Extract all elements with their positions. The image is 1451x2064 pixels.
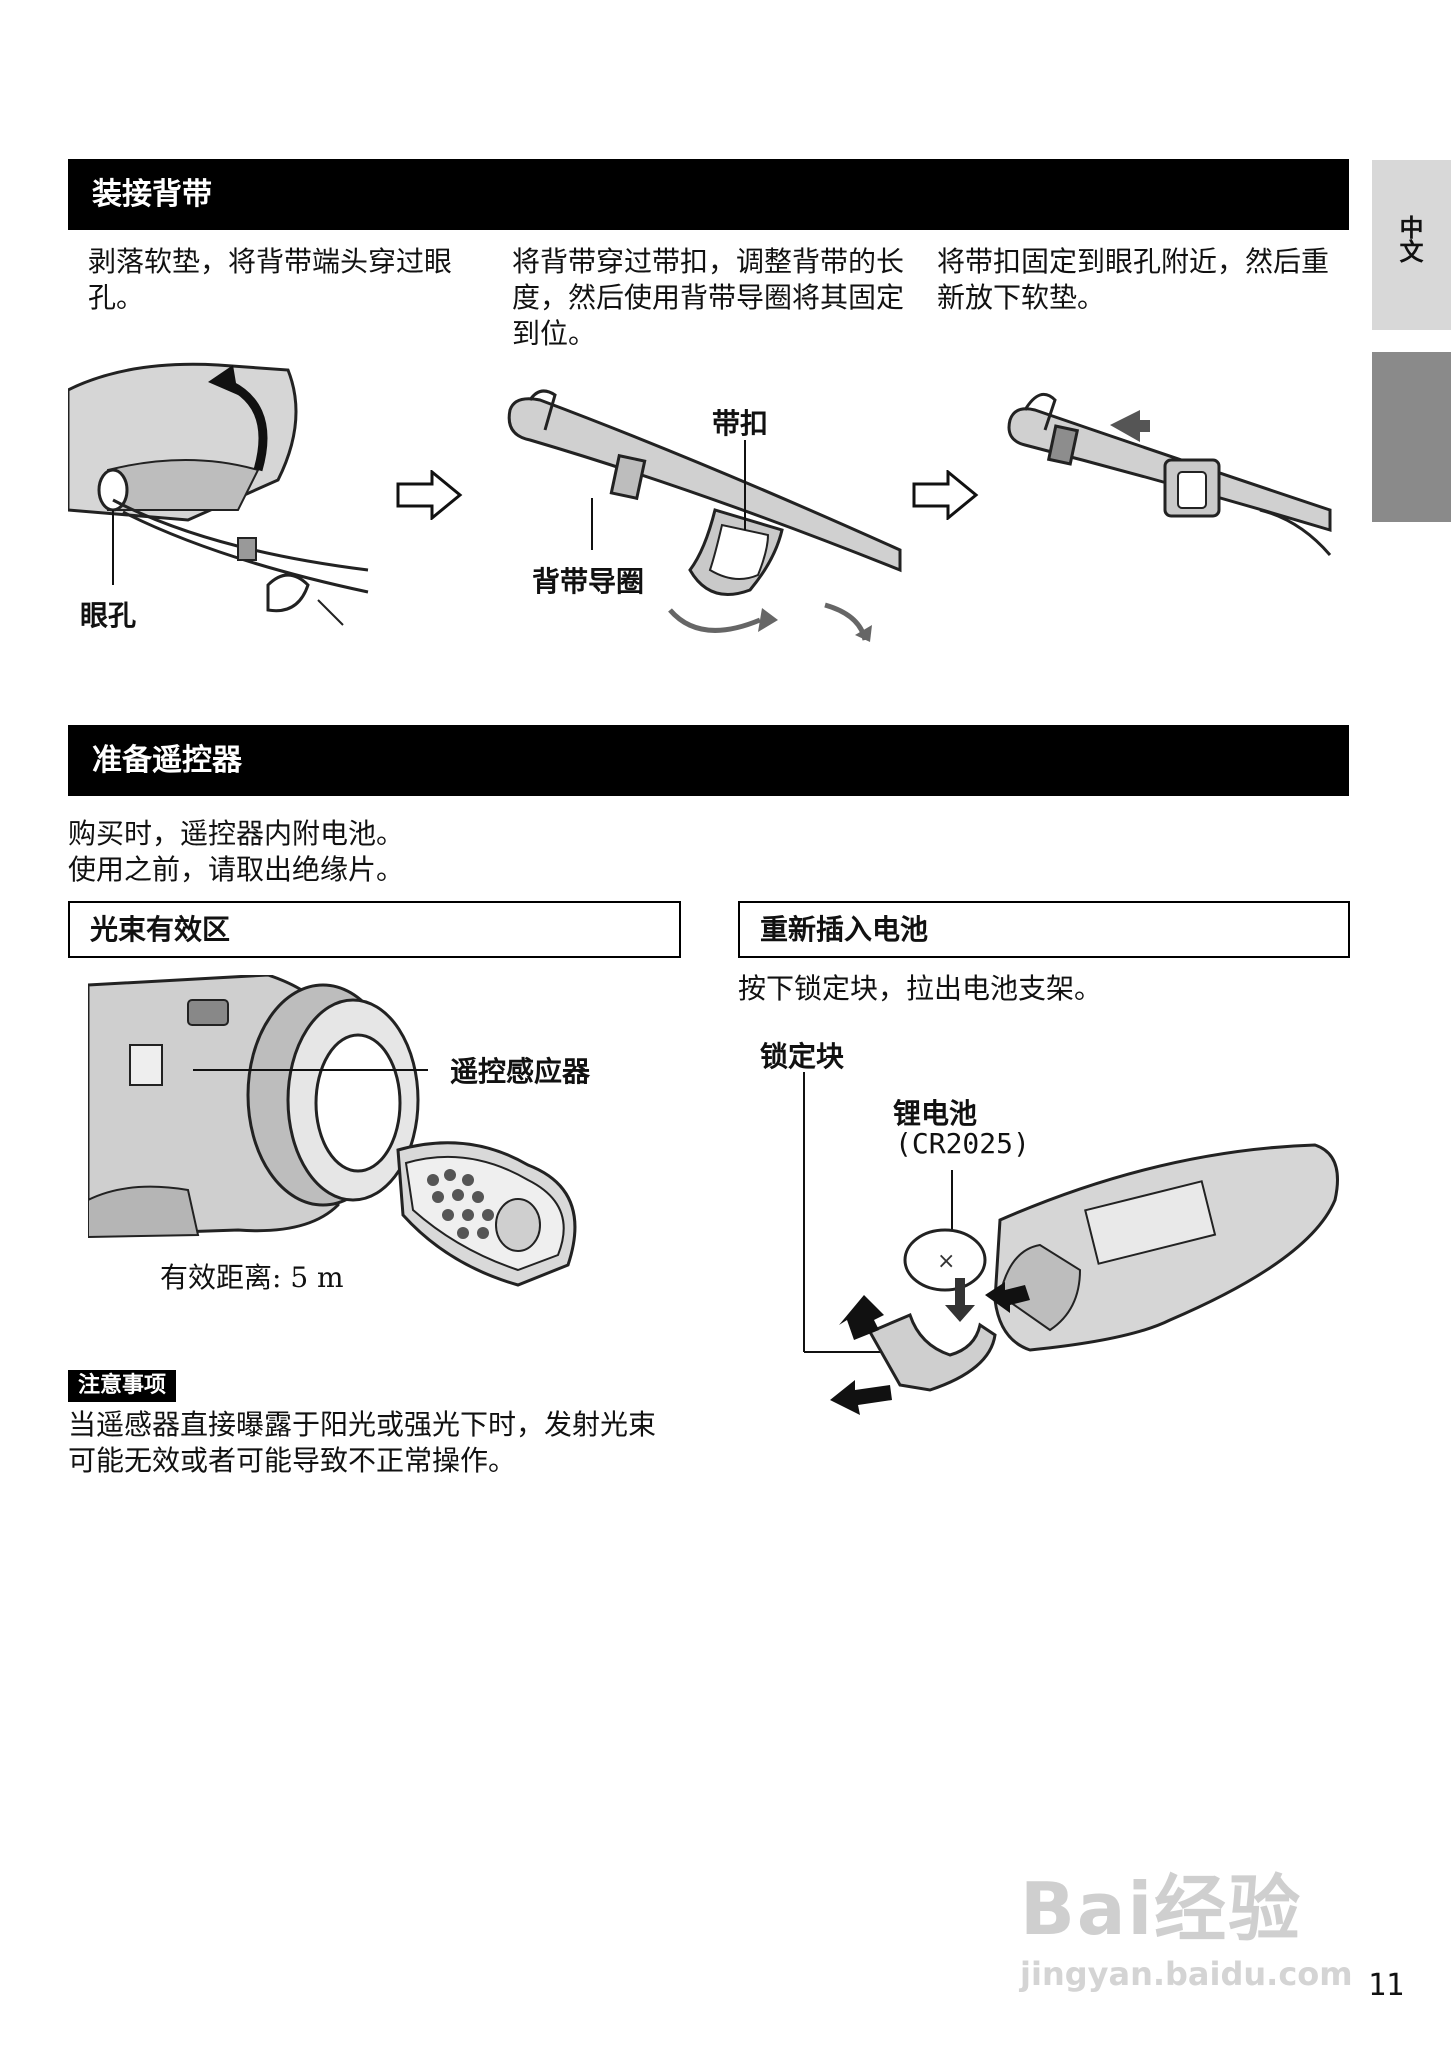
strap-step-2: 将背带穿过带扣，调整背带的长度，然后使用背带导圈将其固定到位。: [512, 245, 905, 350]
section-title-remote: 准备遥控器: [68, 725, 1349, 796]
lock-tab-label: 锁定块: [760, 1040, 845, 1073]
strap-guide-label: 背带导圈: [532, 565, 645, 598]
page-number: 11: [1368, 1968, 1405, 2003]
remote-intro-line-2: 使用之前，请取出绝缘片。: [68, 853, 405, 886]
battery-heading: 重新插入电池: [738, 901, 1350, 958]
language-tab-label: 中文: [1395, 215, 1423, 263]
camcorder-illustration: [88, 975, 577, 1287]
next-arrow-icon: [912, 470, 979, 520]
next-arrow-icon: [396, 470, 463, 520]
effective-distance-text: 有效距离: 5 m: [160, 1261, 344, 1294]
battery-illustration: ×: [803, 1072, 1339, 1415]
buckle-label: 带扣: [712, 407, 769, 440]
baidu-watermark-logo: Bai经验: [1020, 1867, 1303, 1951]
strap-step-1: 剥落软垫，将背带端头穿过眼孔。: [88, 245, 453, 314]
language-tab: [1372, 160, 1451, 330]
remote-sensor-label: 遥控感应器: [450, 1055, 591, 1088]
strap-step-3: 将带扣固定到眼孔附近，然后重新放下软垫。: [937, 245, 1330, 314]
strap-illustration-2: [507, 389, 902, 642]
section-title-strap: 装接背带: [68, 159, 1349, 230]
baidu-watermark-url: jingyan.baidu.com: [1020, 1955, 1353, 1993]
section-tab-marker: [1372, 352, 1451, 522]
battery-instruction: 按下锁定块，拉出电池支架。: [738, 972, 1103, 1005]
eyelet-label: 眼孔: [80, 599, 137, 632]
strap-illustration-1: [68, 362, 369, 626]
caution-text: 当遥感器直接曝露于阳光或强光下时，发射光束可能无效或者可能导致不正常操作。: [68, 1408, 657, 1477]
remote-intro-line-1: 购买时，遥控器内附电池。: [68, 817, 405, 850]
lithium-battery-label: 锂电池: [893, 1097, 978, 1130]
svg-text:×: ×: [937, 1249, 955, 1274]
beam-area-heading: 光束有效区: [68, 901, 681, 958]
strap-illustration-3: [1007, 392, 1332, 556]
caution-badge: 注意事项: [68, 1370, 177, 1402]
battery-model-label: (CR2025): [895, 1127, 1030, 1160]
